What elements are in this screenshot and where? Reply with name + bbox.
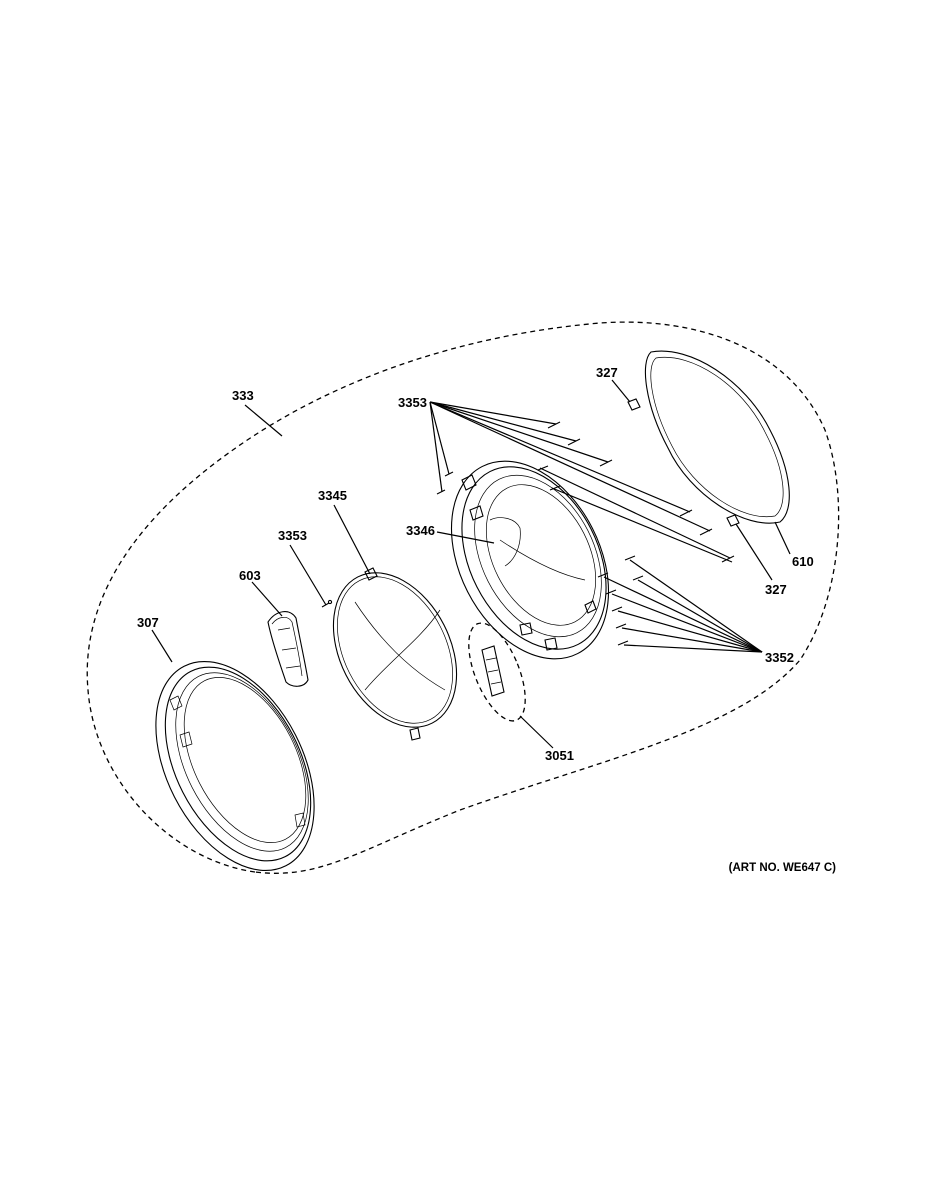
part-603-handle (267, 611, 309, 687)
art-number: (ART NO. WE647 C) (729, 862, 837, 874)
label-333: 333 (232, 388, 254, 403)
part-3051-latch (468, 622, 526, 722)
label-307: 307 (137, 615, 159, 630)
part-3352-screws (597, 555, 644, 646)
part-3346-inner-door (450, 460, 610, 660)
label-610: 610 (792, 554, 814, 569)
part-610-gasket (644, 350, 790, 524)
label-3346: 3346 (406, 523, 435, 538)
assembly-333-boundary (86, 321, 840, 874)
label-3345: 3345 (318, 488, 347, 503)
label-3352: 3352 (765, 650, 794, 665)
label-3353-group: 3353 (398, 395, 427, 410)
part-327-clip-lower (726, 514, 740, 527)
part-3345-glass (332, 567, 458, 741)
label-603: 603 (239, 568, 261, 583)
part-3353-screws (436, 421, 735, 563)
label-327-upper: 327 (596, 365, 618, 380)
part-327-clip-upper (627, 398, 641, 411)
label-3051: 3051 (545, 748, 574, 763)
part-307-door-ring (155, 660, 315, 872)
leader-lines (151, 379, 791, 749)
label-3353-single: 3353 (278, 528, 307, 543)
label-327-lower: 327 (765, 582, 787, 597)
